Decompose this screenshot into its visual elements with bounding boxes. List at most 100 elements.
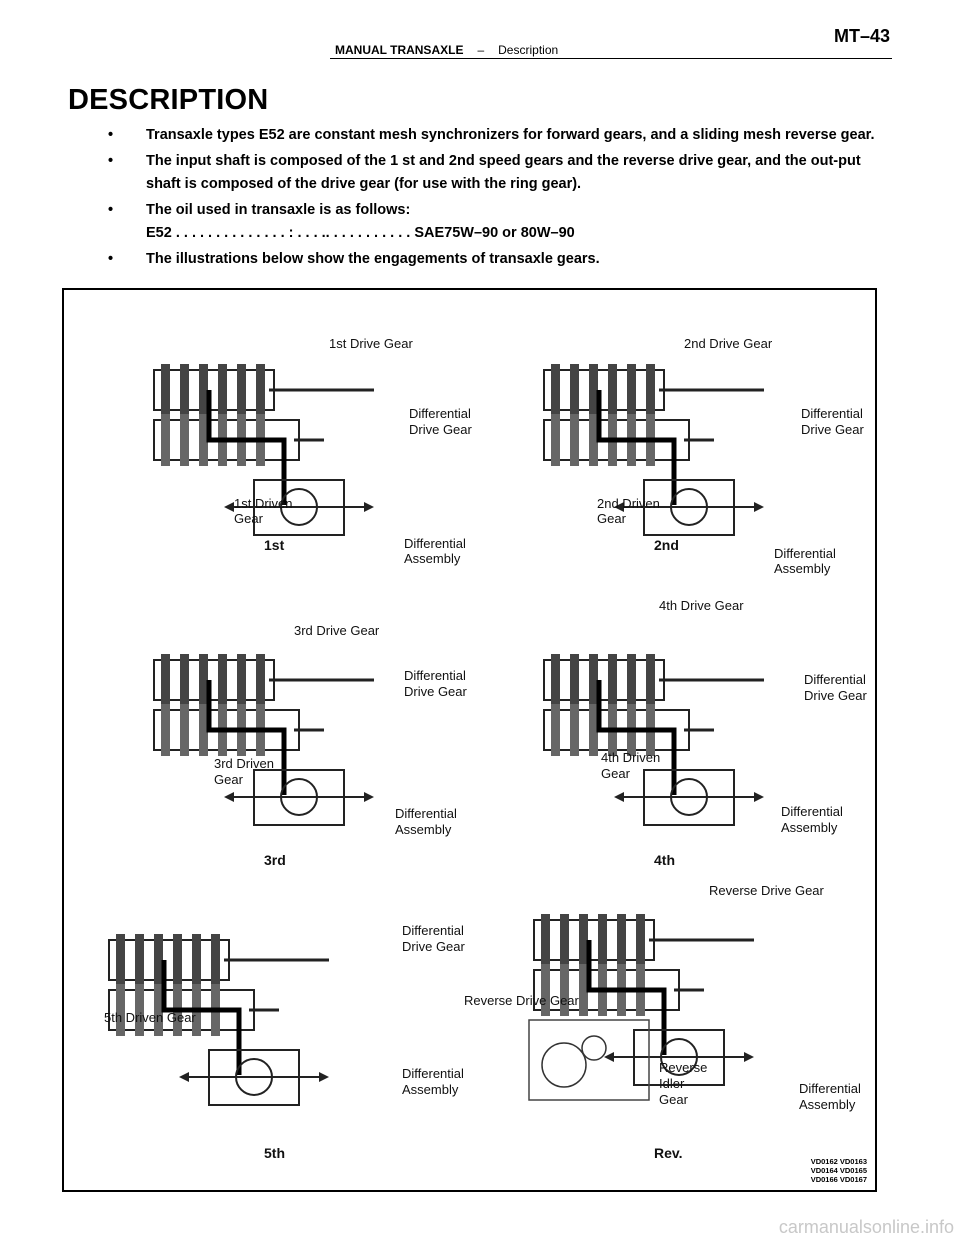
gear-icon [589, 414, 598, 466]
gear-label: Reverse Drive Gear [709, 883, 825, 898]
gear-icon [551, 414, 560, 466]
gear-icon [199, 654, 208, 706]
gear-icon [589, 364, 598, 416]
panel-caption: 3rd [264, 852, 286, 868]
gear-label: 4th Driven [601, 750, 660, 765]
gear-icon [161, 364, 170, 416]
gear-icon [180, 704, 189, 756]
gear-icon [237, 654, 246, 706]
gear-icon [551, 364, 560, 416]
gear-label: Assembly [395, 822, 452, 837]
figure-code: VD0164 VD0165 [810, 1166, 867, 1175]
gear-icon [608, 654, 617, 706]
gear-label: Gear [214, 772, 244, 787]
gear-label: Differential [404, 668, 466, 683]
gear-icon [636, 914, 645, 966]
arrow-right-icon [364, 502, 374, 512]
bullet-icon: • [108, 127, 114, 143]
gear-label: Differential [781, 804, 843, 819]
gear-icon [161, 654, 170, 706]
panel-caption: 2nd [654, 537, 679, 553]
arrow-left-icon [224, 792, 234, 802]
figure-code: VD0166 VD0167 [810, 1175, 867, 1184]
gear-label: Differential [402, 923, 464, 938]
bullet-text: Transaxle types E52 are constant mesh sy… [146, 127, 875, 143]
bullet-item: • The illustrations below show the engag… [100, 248, 890, 271]
gear-label: 2nd Drive Gear [684, 336, 773, 351]
gear-label: Assembly [402, 1082, 459, 1097]
gear-label: Differential [799, 1081, 861, 1096]
gear-label: Idler [659, 1076, 685, 1091]
header-section: MANUAL TRANSAXLE [335, 43, 464, 57]
arrow-left-icon [614, 502, 624, 512]
gear-icon [135, 984, 144, 1036]
gear-icon [570, 364, 579, 416]
panel-caption: 4th [654, 852, 675, 868]
gear-icon [608, 364, 617, 416]
gear-label: Drive Gear [402, 939, 466, 954]
gear-icon [646, 364, 655, 416]
gear-label: Differential [404, 536, 466, 551]
gear-icon [211, 934, 220, 986]
arrow-left-icon [224, 502, 234, 512]
gear-icon [116, 984, 125, 1036]
gear-label: Drive Gear [404, 684, 468, 699]
gear-label: Differential [801, 406, 863, 421]
arrow-right-icon [364, 792, 374, 802]
gear-icon [154, 984, 163, 1036]
arrow-right-icon [754, 502, 764, 512]
watermark: carmanualsonline.info [778, 1217, 954, 1237]
idler-gear-icon [581, 1035, 607, 1061]
gear-icon [180, 414, 189, 466]
gear-icon [237, 364, 246, 416]
page-number: MT–43 [833, 26, 890, 46]
gear-icon [560, 964, 569, 1016]
gear-icon [598, 914, 607, 966]
gear-label: Reverse Drive Gear [464, 993, 580, 1008]
gear-label: Gear [601, 766, 631, 781]
bullet-item: • The oil used in transaxle is as follow… [100, 199, 890, 245]
gear-icon [161, 704, 170, 756]
gear-icon [560, 914, 569, 966]
bullet-icon: • [108, 153, 114, 169]
gear-icon [135, 934, 144, 986]
power-flow-line [586, 940, 667, 1055]
figure-code: VD0162 VD0163 [810, 1157, 867, 1166]
gear-label: Differential [409, 406, 471, 421]
gear-label: Assembly [799, 1097, 856, 1112]
gear-icon [579, 964, 588, 1016]
idler-gear-icon [541, 1042, 587, 1088]
gear-icon [646, 654, 655, 706]
gear-icon [579, 914, 588, 966]
bullet-item: • Transaxle types E52 are constant mesh … [100, 124, 890, 147]
header-subsection: Description [498, 43, 559, 57]
gear-label: Drive Gear [409, 422, 473, 437]
gear-label: Differential [774, 546, 836, 561]
gear-label: 3rd Drive Gear [294, 623, 380, 638]
bullet-text: The illustrations below show the engagem… [146, 251, 600, 267]
gear-icon [551, 704, 560, 756]
gear-icon [256, 654, 265, 706]
gear-icon [218, 654, 227, 706]
figure-codes: VD0162 VD0163 VD0164 VD0165 VD0166 VD016… [811, 1157, 867, 1184]
gear-label: Differential [402, 1066, 464, 1081]
gear-label: Differential [804, 672, 866, 687]
gear-label: Drive Gear [801, 422, 865, 437]
gear-icon [192, 934, 201, 986]
gear-icon [256, 364, 265, 416]
gear-label: 5th Driven Gear [104, 1010, 196, 1025]
gear-icon [541, 914, 550, 966]
gear-label: Gear [597, 511, 627, 526]
gear-icon [199, 414, 208, 466]
gear-icon [116, 934, 125, 986]
gear-icon [154, 934, 163, 986]
gear-icon [180, 654, 189, 706]
gear-icon [218, 364, 227, 416]
gear-icon [199, 704, 208, 756]
